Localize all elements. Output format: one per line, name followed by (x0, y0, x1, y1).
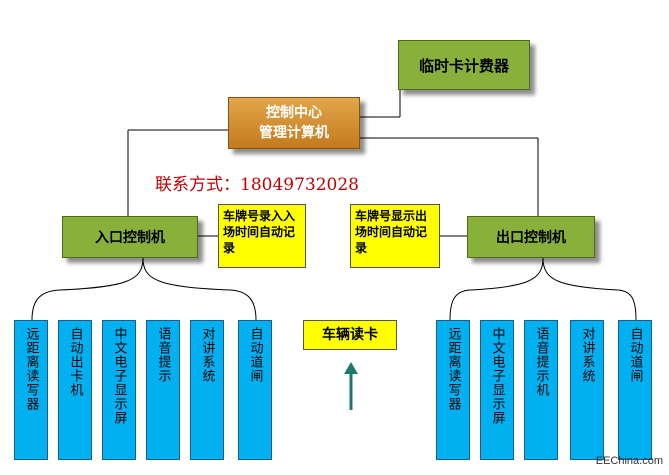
entry-device-3: 语音提示 (146, 320, 180, 460)
entry-device-2: 中文电子显示屏 (102, 320, 136, 460)
entry-device-5: 自动道闸 (238, 320, 272, 460)
exit-device-label: 对讲系统 (579, 327, 595, 383)
exit-device-2: 语音提示机 (524, 320, 558, 460)
entry-device-1: 自动出卡机 (58, 320, 92, 460)
exit-device-label: 中文电子显示屏 (489, 327, 505, 425)
exit-note-text: 车牌号显示出场时间自动记录 (355, 209, 428, 255)
entry-device-4: 对讲系统 (190, 320, 224, 460)
exit-device-0: 远距离读写器 (436, 320, 470, 460)
entry-device-label: 自动出卡机 (67, 327, 83, 397)
entry-note-text: 车牌号录入入场时间自动记录 (223, 209, 296, 255)
entry-note: 车牌号录入入场时间自动记录 (218, 204, 306, 268)
exit-device-label: 自动道闸 (627, 327, 643, 383)
entry-controller-label: 入口控制机 (95, 230, 165, 246)
entry-device-label: 自动道闸 (247, 327, 263, 383)
entry-controller: 入口控制机 (62, 216, 198, 258)
entry-device-label: 语音提示 (155, 327, 171, 383)
exit-device-3: 对讲系统 (570, 320, 604, 460)
vehicle-reader: 车辆读卡 (303, 320, 397, 350)
exit-device-1: 中文电子显示屏 (480, 320, 514, 460)
up-arrow-head (344, 362, 358, 374)
exit-device-label: 语音提示机 (533, 327, 549, 397)
exit-controller-label: 出口控制机 (496, 230, 566, 246)
entry-device-label: 远距离读写器 (23, 327, 39, 411)
control-center-label-1: 控制中心 (266, 105, 322, 121)
control-center: 控制中心 管理计算机 (228, 97, 360, 149)
entry-device-label: 对讲系统 (199, 327, 215, 383)
watermark: EEChina.com (595, 455, 663, 467)
control-center-label-2: 管理计算机 (259, 125, 329, 141)
exit-note: 车牌号显示出场时间自动记录 (350, 204, 440, 268)
entry-device-0: 远距离读写器 (14, 320, 48, 460)
temp-card-meter: 临时卡计费器 (398, 40, 530, 90)
exit-controller: 出口控制机 (467, 216, 595, 258)
entry-device-label: 中文电子显示屏 (111, 327, 127, 425)
temp-card-meter-label: 临时卡计费器 (418, 56, 509, 75)
exit-device-4: 自动道闸 (618, 320, 652, 460)
contact-info: 联系方式：18049732028 (155, 175, 359, 195)
exit-device-label: 远距离读写器 (445, 327, 461, 411)
vehicle-reader-label: 车辆读卡 (322, 327, 378, 343)
